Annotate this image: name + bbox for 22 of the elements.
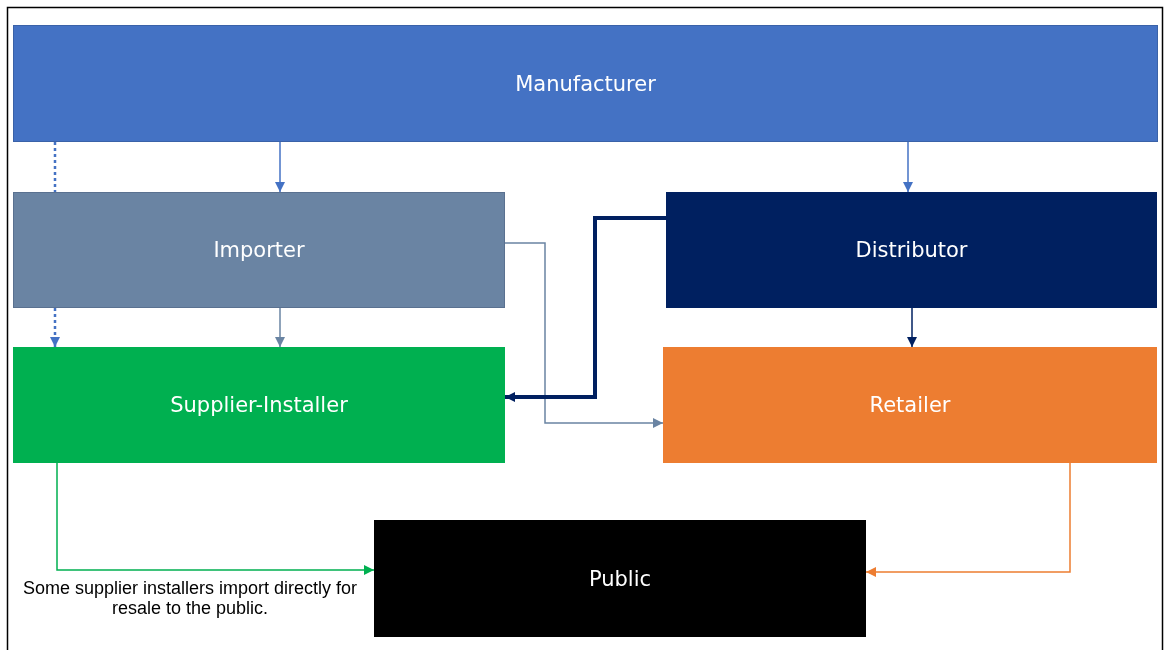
box-label: Importer (213, 238, 305, 262)
process-box (666, 192, 1157, 308)
box-label: Manufacturer (515, 71, 656, 96)
arrow (50, 308, 60, 347)
arrow (907, 307, 917, 348)
arrow (275, 307, 285, 348)
note-text: Some supplier installers import directly for resale to the public. (22, 578, 358, 619)
arrow (504, 242, 664, 428)
process-box (13, 192, 505, 308)
process-box (374, 520, 866, 637)
arrow (275, 141, 285, 193)
process-box (13, 347, 505, 463)
process-box (663, 347, 1157, 463)
arrow (56, 462, 375, 575)
box-label: Distributor (855, 238, 968, 262)
arrow (505, 216, 666, 402)
arrow (865, 462, 1071, 577)
arrow (903, 141, 913, 193)
box-label: Retailer (869, 393, 951, 417)
box-label: Supplier-Installer (170, 393, 348, 417)
box-label: Public (588, 566, 652, 591)
process-box (13, 25, 1158, 142)
